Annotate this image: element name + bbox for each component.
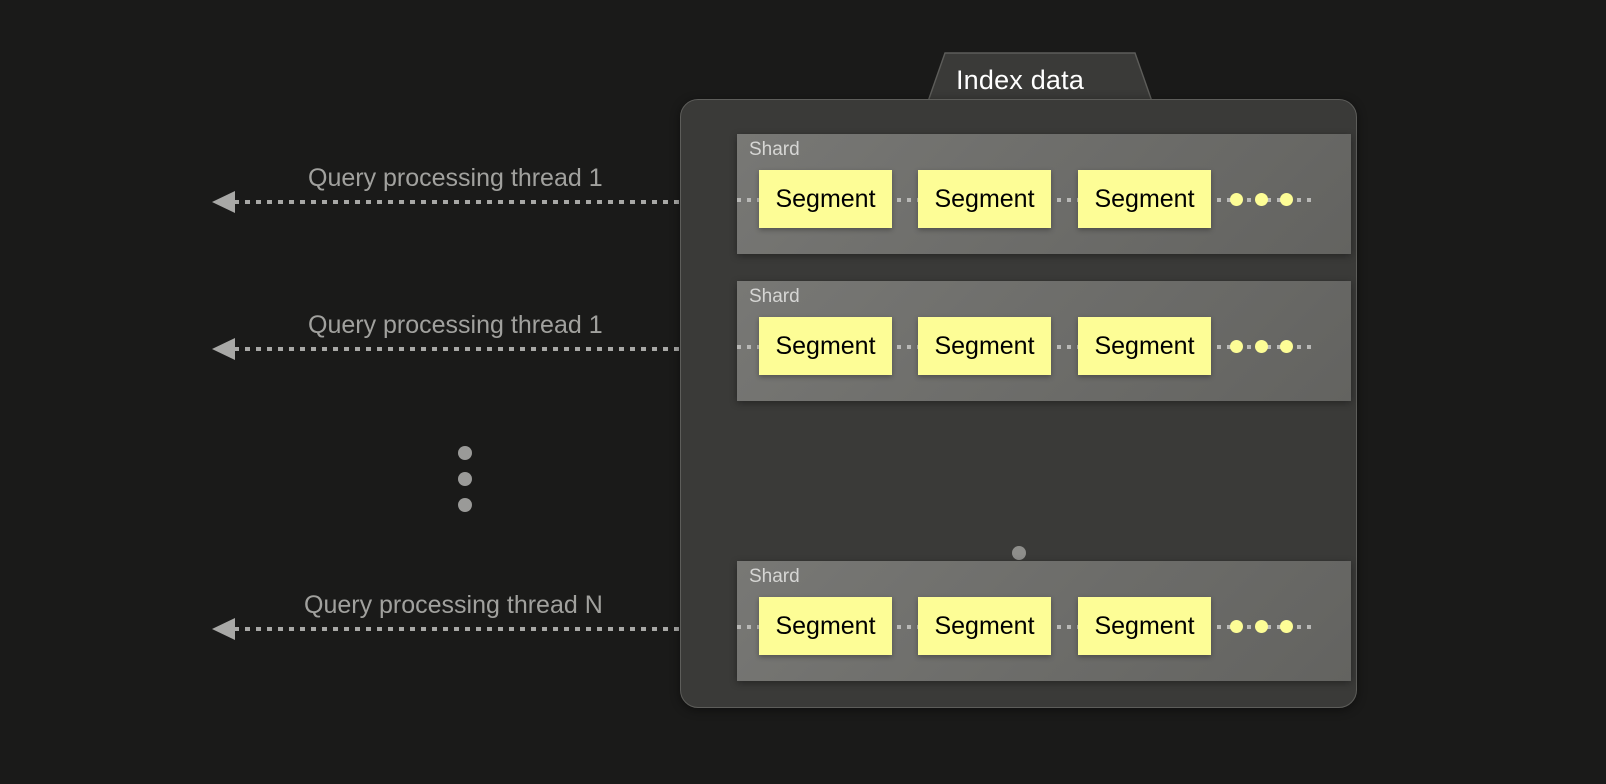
shard-box-3[interactable]: Shard Segment Segment Segment — [737, 561, 1351, 681]
ellipsis-dot-icon — [458, 446, 472, 460]
shard-label-2: Shard — [749, 286, 800, 307]
thread-label-2: Query processing thread 1 — [308, 311, 603, 339]
thread-label-1: Query processing thread 1 — [308, 164, 603, 192]
arrow-head-icon-2 — [212, 338, 235, 360]
shard-box-1[interactable]: Shard Segment Segment Segment — [737, 134, 1351, 254]
segment-continuation-dot-icon — [1230, 340, 1243, 353]
segment-box[interactable]: Segment — [1078, 597, 1211, 655]
segment-continuation-dot-icon — [1280, 193, 1293, 206]
arrow-line-3 — [234, 627, 736, 631]
segment-box[interactable]: Segment — [918, 317, 1051, 375]
segment-continuation-dot-icon — [1230, 620, 1243, 633]
shard-label-1: Shard — [749, 139, 800, 160]
index-data-title: Index data — [955, 64, 1085, 95]
segment-continuation-dot-icon — [1280, 620, 1293, 633]
segment-box[interactable]: Segment — [1078, 317, 1211, 375]
thread-label-3: Query processing thread N — [304, 591, 603, 619]
shard-label-3: Shard — [749, 566, 800, 587]
segment-box[interactable]: Segment — [759, 597, 892, 655]
ellipsis-dot-icon — [1012, 546, 1026, 560]
segment-continuation-dot-icon — [1255, 340, 1268, 353]
shard-box-2[interactable]: Shard Segment Segment Segment — [737, 281, 1351, 401]
segment-continuation-dot-icon — [1280, 340, 1293, 353]
index-data-tab[interactable]: Index data — [900, 52, 1156, 111]
segment-continuation-dot-icon — [1230, 193, 1243, 206]
segment-continuation-dot-icon — [1255, 193, 1268, 206]
segment-continuation-dot-icon — [1255, 620, 1268, 633]
ellipsis-dot-icon — [458, 498, 472, 512]
segment-box[interactable]: Segment — [918, 170, 1051, 228]
ellipsis-dot-icon — [458, 472, 472, 486]
segment-box[interactable]: Segment — [918, 597, 1051, 655]
index-data-container: Shard Segment Segment Segment Shard Segm… — [680, 99, 1357, 708]
arrow-line-2 — [234, 347, 736, 351]
arrow-head-icon-1 — [212, 191, 235, 213]
segment-box[interactable]: Segment — [1078, 170, 1211, 228]
segment-box[interactable]: Segment — [759, 170, 892, 228]
segment-box[interactable]: Segment — [759, 317, 892, 375]
arrow-head-icon-3 — [212, 618, 235, 640]
arrow-line-1 — [234, 200, 736, 204]
